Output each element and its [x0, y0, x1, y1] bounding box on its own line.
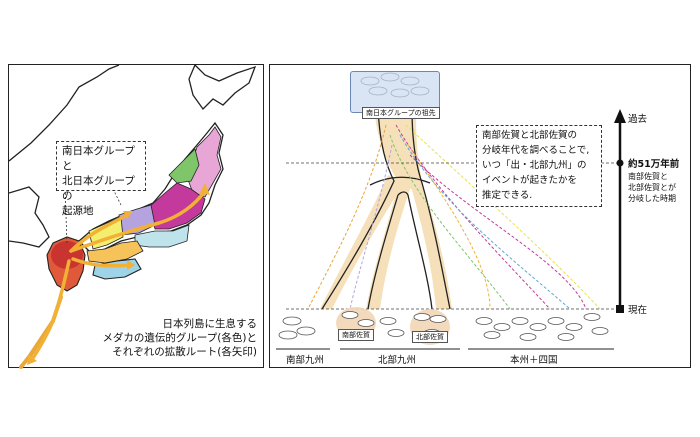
- north-saga-label: 北部佐賀: [412, 331, 448, 343]
- origin-callout-line-1: 南日本グループと: [62, 145, 135, 172]
- ancestor-label: 南日本グループの祖先: [362, 107, 440, 119]
- origin-callout-line-2: 北日本グループの: [62, 175, 135, 202]
- divergence-callout-line-3: いつ「出・北部九州」の: [482, 160, 587, 171]
- hokkaido-outline: [188, 65, 257, 111]
- map-caption-line-3: それぞれの拡散ルート(各矢印): [112, 346, 257, 358]
- divergence-callout-line-5: 推定できる.: [482, 190, 533, 201]
- south-saga-label: 南部佐賀: [338, 329, 374, 341]
- region-honshu-shikoku: 本州＋四国: [510, 355, 558, 366]
- map-panel: 南日本グループと 北日本グループの 起源地 日本列島に生息する メダカの遺伝的グ…: [8, 64, 264, 369]
- divergence-callout-line-2: 分岐年代を調べることで,: [482, 145, 590, 156]
- south-kyushu-fish: [278, 316, 316, 340]
- axis-present-label: 現在: [628, 305, 648, 316]
- divergence-callout: 南部佐賀と北部佐賀の 分岐年代を調べることで, いつ「出・北部九州」の イベント…: [476, 125, 602, 207]
- time-axis-arrowhead: [614, 109, 626, 123]
- region-south-kyushu: 南部九州: [286, 355, 325, 366]
- dispersal-arrows: [29, 189, 207, 363]
- map-caption: 日本列島に生息する メダカの遺伝的グループ(各色)と それぞれの拡散ルート(各矢…: [77, 317, 257, 359]
- axis-divergence-note-1: 南部佐賀と: [628, 172, 668, 181]
- group-area-pink: [186, 126, 222, 198]
- lineage-outlines: [321, 108, 451, 310]
- dispersal-arrow-shikoku: [71, 257, 131, 268]
- south-saga-fish: [341, 311, 375, 327]
- map-caption-line-1: 日本列島に生息する: [162, 318, 258, 330]
- axis-divergence-note-3: 分岐した時期: [628, 194, 676, 203]
- dispersal-arrow-east: [69, 189, 207, 253]
- axis-past-label: 過去: [628, 114, 648, 125]
- map-caption-line-2: メダカの遺伝的グループ(各色)と: [102, 332, 257, 344]
- continent-coastline: [9, 65, 120, 162]
- region-north-kyushu: 北部九州: [378, 355, 417, 366]
- group-area-green: [168, 148, 200, 184]
- dispersal-arrow-south: [29, 259, 71, 363]
- callout-pointer-2: [112, 188, 122, 206]
- divergence-marker: [616, 159, 624, 167]
- group-area-magenta: [148, 182, 206, 230]
- present-marker: [616, 305, 624, 313]
- honshu-shikoku-fish: [475, 313, 609, 341]
- origin-callout: 南日本グループと 北日本グループの 起源地: [56, 141, 146, 217]
- group-area-orange: [86, 240, 144, 264]
- japan-map: [9, 65, 257, 369]
- tree-trunk: [374, 109, 424, 189]
- arrowheads: [27, 183, 210, 365]
- korea-peninsula: [9, 186, 50, 248]
- haplotype-lines: [307, 124, 601, 310]
- divergence-callout-line-1: 南部佐賀と北部佐賀の: [482, 130, 578, 141]
- ryukyu-islands: [19, 295, 63, 369]
- tree-branch-north: [410, 183, 452, 309]
- lineage-panel: 南日本グループの祖先 南部佐賀と北部佐賀の 分岐年代を調べることで, いつ「出・…: [269, 64, 691, 368]
- axis-divergence-note: 南部佐賀と 北部佐賀とが 分岐した時期: [628, 171, 676, 204]
- dispersal-arrow-north: [69, 213, 129, 253]
- origin-callout-line-3: 起源地: [62, 205, 94, 217]
- population-tree: [320, 109, 452, 309]
- north-kyushu-fish: [379, 317, 405, 337]
- tree-branch-mid: [366, 185, 410, 309]
- divergence-callout-line-4: イベントが起きたかを: [482, 175, 578, 186]
- axis-divergence-note-2: 北部佐賀とが: [628, 183, 676, 192]
- lineage-diagram: [276, 72, 626, 350]
- axis-divergence-time: 約51万年前: [628, 159, 680, 170]
